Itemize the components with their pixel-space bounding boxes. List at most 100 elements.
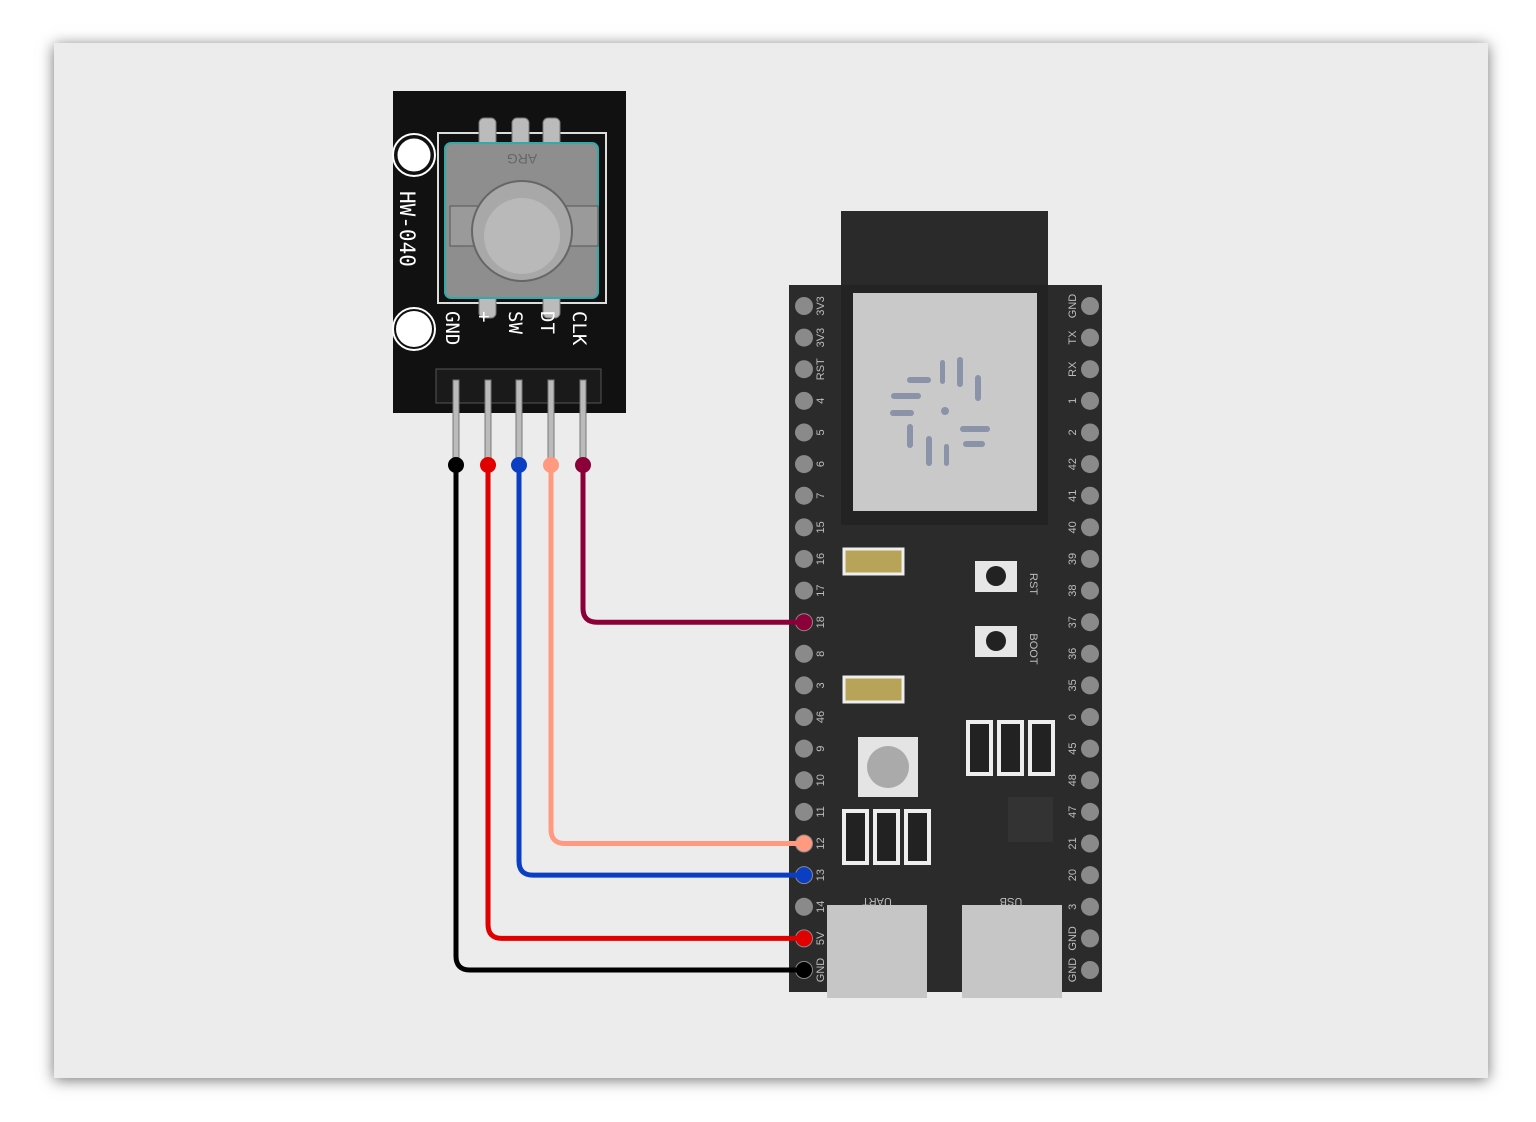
wire-SW-13[interactable]: [516, 465, 804, 878]
rst-label: RST: [1027, 573, 1039, 595]
boot-button[interactable]: [975, 626, 1017, 657]
wire-endpoint[interactable]: [448, 457, 464, 473]
encoder-pin-label: +: [473, 311, 495, 322]
pin-left-46[interactable]: [795, 708, 813, 727]
pin-right-40[interactable]: [1081, 518, 1099, 537]
encoder-pin-4: [579, 379, 587, 466]
pin-right-21[interactable]: [1081, 834, 1099, 853]
pin-label: 12: [815, 837, 827, 849]
pin-label: 11: [815, 806, 827, 817]
pin-right-0[interactable]: [1081, 708, 1099, 727]
pin-right-35[interactable]: [1081, 676, 1099, 695]
pin-right-GND[interactable]: [1081, 297, 1099, 315]
pin-right-37[interactable]: [1081, 613, 1099, 632]
wire-endpoint[interactable]: [543, 457, 559, 473]
pin-left-3V3[interactable]: [795, 328, 813, 347]
boot-label: BOOT: [1027, 633, 1039, 664]
pin-right-48[interactable]: [1081, 771, 1099, 790]
pin-left-7[interactable]: [795, 486, 813, 505]
pin-label: 6: [815, 461, 827, 467]
chip-logo-icon: [890, 357, 990, 466]
rst-button[interactable]: [975, 561, 1017, 592]
pin-label: 3V3: [815, 296, 827, 316]
pin-label: RX: [1067, 361, 1079, 377]
wire-endpoint[interactable]: [796, 835, 812, 852]
wire-DT-12[interactable]: [548, 465, 804, 847]
pin-label: 9: [815, 746, 827, 752]
pin-label: 15: [815, 521, 827, 533]
uart-port[interactable]: [827, 905, 927, 998]
wire-endpoint[interactable]: [796, 614, 812, 631]
pin-label: 3: [815, 682, 827, 688]
pin-label: 37: [1067, 616, 1079, 628]
ic-chips: [842, 720, 1055, 865]
pin-label: GND: [1067, 926, 1079, 951]
wire-endpoint[interactable]: [575, 457, 591, 473]
wire-CLK-18[interactable]: [580, 465, 804, 625]
wire-endpoint[interactable]: [511, 457, 527, 473]
pin-right-TX[interactable]: [1081, 328, 1099, 347]
pin-right-39[interactable]: [1081, 549, 1099, 568]
pin-left-10[interactable]: [795, 771, 813, 790]
wire-endpoint[interactable]: [796, 867, 812, 884]
rgb-led: [858, 737, 918, 797]
usb-chip: [1008, 797, 1053, 842]
pin-left-9[interactable]: [795, 739, 813, 758]
pin-label: 48: [1067, 774, 1079, 786]
pin-right-36[interactable]: [1081, 644, 1099, 663]
pin-label: 40: [1067, 521, 1079, 533]
smd-component: [842, 547, 905, 576]
pin-left-3V3[interactable]: [795, 297, 813, 315]
pin-right-1[interactable]: [1081, 391, 1099, 410]
pin-label: 20: [1067, 869, 1079, 881]
wire-endpoint[interactable]: [480, 457, 496, 473]
pin-right-42[interactable]: [1081, 455, 1099, 474]
pin-right-47[interactable]: [1081, 802, 1099, 821]
esp32-s3-board[interactable]: RST BOOT UART USB 3V33V3RST4567151617188…: [789, 211, 1102, 998]
pin-right-38[interactable]: [1081, 581, 1099, 600]
pin-left-5[interactable]: [795, 423, 813, 442]
wire-+-5V[interactable]: [485, 465, 804, 941]
pin-label: 46: [815, 711, 827, 723]
pin-left-3[interactable]: [795, 676, 813, 695]
pin-label: 3: [1067, 904, 1079, 910]
wire-GND-GND[interactable]: [453, 465, 804, 973]
pin-right-GND[interactable]: [1081, 929, 1099, 948]
pin-right-RX[interactable]: [1081, 360, 1099, 379]
pin-left-14[interactable]: [795, 897, 813, 916]
pin-label: 3V3: [815, 328, 827, 348]
smd-component: [842, 675, 905, 704]
pin-label: 4: [815, 398, 827, 404]
pin-right-GND[interactable]: [1081, 961, 1099, 979]
pin-right-2[interactable]: [1081, 423, 1099, 442]
antenna: [841, 211, 1048, 291]
encoder-cap-marking: ARG: [507, 151, 537, 167]
pin-right-3[interactable]: [1081, 897, 1099, 916]
usb-port[interactable]: [962, 905, 1062, 998]
pin-left-RST[interactable]: [795, 360, 813, 379]
pin-left-8[interactable]: [795, 644, 813, 663]
pin-label: 41: [1067, 490, 1079, 502]
pin-label: 10: [815, 774, 827, 786]
wire-endpoint[interactable]: [796, 962, 812, 978]
pin-left-6[interactable]: [795, 455, 813, 474]
pin-right-45[interactable]: [1081, 739, 1099, 758]
wire-endpoint[interactable]: [796, 930, 812, 947]
pin-left-16[interactable]: [795, 549, 813, 568]
pin-right-20[interactable]: [1081, 866, 1099, 885]
pin-label: 5: [815, 429, 827, 435]
pin-label: 0: [1067, 714, 1079, 720]
pin-label: 1: [1067, 398, 1079, 404]
pin-label: 21: [1067, 837, 1079, 849]
pin-left-17[interactable]: [795, 581, 813, 600]
uart-label: UART: [862, 895, 892, 907]
encoder-pin-3: [547, 379, 555, 466]
pin-label: 47: [1067, 806, 1079, 818]
pin-right-41[interactable]: [1081, 486, 1099, 505]
pin-label: GND: [1067, 958, 1079, 983]
pin-left-15[interactable]: [795, 518, 813, 537]
pin-left-11[interactable]: [795, 802, 813, 821]
pin-left-4[interactable]: [795, 391, 813, 410]
